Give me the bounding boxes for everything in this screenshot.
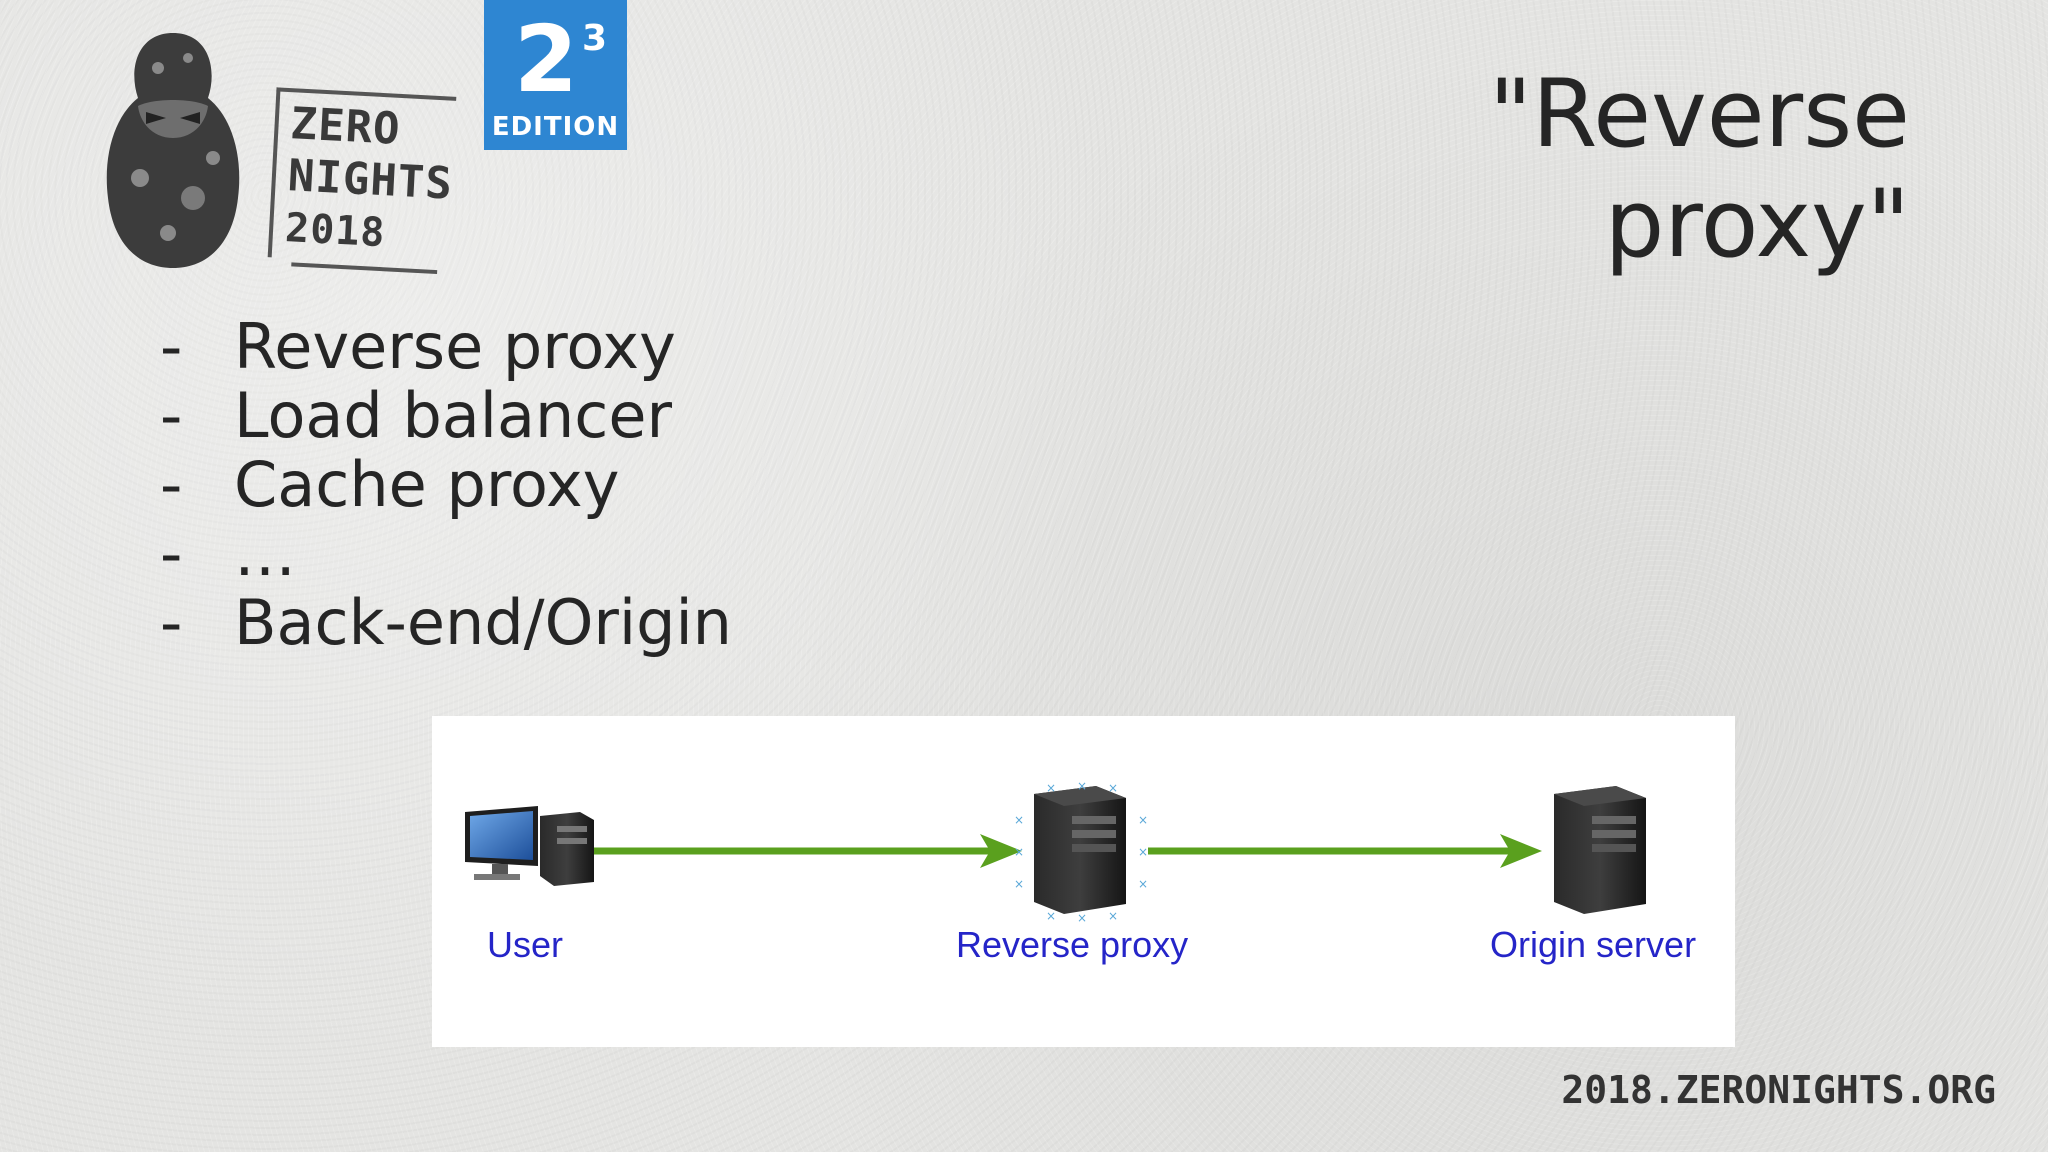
bullet-text: Back-end/Origin: [234, 586, 732, 659]
badge-superscript: 3: [582, 18, 608, 59]
bullet-item: -Load balancer: [160, 381, 732, 450]
svg-text:×: ×: [1046, 909, 1056, 923]
bullet-marker: -: [160, 517, 183, 590]
matryoshka-logo-icon: [106, 33, 240, 268]
arrow-proxy-to-origin: [1148, 834, 1542, 868]
bullet-marker: -: [160, 310, 183, 383]
bullet-text: Reverse proxy: [234, 310, 676, 383]
logo-line-nights: NIGHTS: [286, 150, 455, 210]
bullet-text: Load balancer: [234, 379, 673, 452]
svg-text:×: ×: [1077, 779, 1087, 793]
zeronights-wordmark: ZERO NIGHTS 2018: [267, 87, 457, 275]
server-tower-icon: [1554, 786, 1646, 914]
node-label-reverse-proxy: Reverse proxy: [956, 924, 1189, 965]
node-label-user: User: [487, 924, 564, 965]
edition-badge: 2 3 EDITION: [484, 0, 627, 150]
arrow-user-to-proxy: [594, 834, 1022, 868]
badge-edition-text: EDITION: [491, 112, 620, 142]
svg-text:×: ×: [1014, 877, 1024, 891]
node-label-origin-server: Origin server: [1490, 924, 1697, 965]
bullet-text: …: [234, 517, 296, 590]
svg-text:×: ×: [1138, 845, 1148, 859]
bullet-item: -Back-end/Origin: [160, 588, 732, 657]
server-tower-icon: × × × × × × × × × × × ×: [1014, 779, 1148, 925]
desktop-computer-icon: [465, 806, 594, 886]
bullet-marker: -: [160, 379, 183, 452]
diagram-canvas: × × × × × × × × × × × ×: [465, 779, 1646, 925]
bullet-marker: -: [160, 448, 183, 521]
svg-text:×: ×: [1014, 845, 1024, 859]
bullet-item: -Cache proxy: [160, 450, 732, 519]
svg-text:×: ×: [1138, 877, 1148, 891]
bullet-list: -Reverse proxy -Load balancer -Cache pro…: [160, 312, 732, 657]
slide-title: "Reverse proxy": [1488, 60, 1910, 279]
svg-text:×: ×: [1077, 911, 1087, 925]
logo-line-zero: ZERO: [289, 98, 402, 155]
svg-text:×: ×: [1046, 781, 1056, 795]
footer-url: 2018.ZERONIGHTS.ORG: [1561, 1068, 1996, 1112]
svg-text:×: ×: [1014, 813, 1024, 827]
logo-line-year: 2018: [284, 205, 387, 257]
bullet-marker: -: [160, 586, 183, 659]
proxy-diagram: × × × × × × × × × × × × User Reverse proxy Orig…: [432, 716, 1735, 1047]
badge-base: 2: [514, 6, 579, 113]
svg-text:×: ×: [1108, 781, 1118, 795]
bullet-item: -Reverse proxy: [160, 312, 732, 381]
bullet-item: -…: [160, 519, 732, 588]
svg-text:×: ×: [1108, 909, 1118, 923]
bullet-text: Cache proxy: [234, 448, 620, 521]
svg-text:×: ×: [1138, 813, 1148, 827]
logo-underline: [291, 262, 438, 275]
